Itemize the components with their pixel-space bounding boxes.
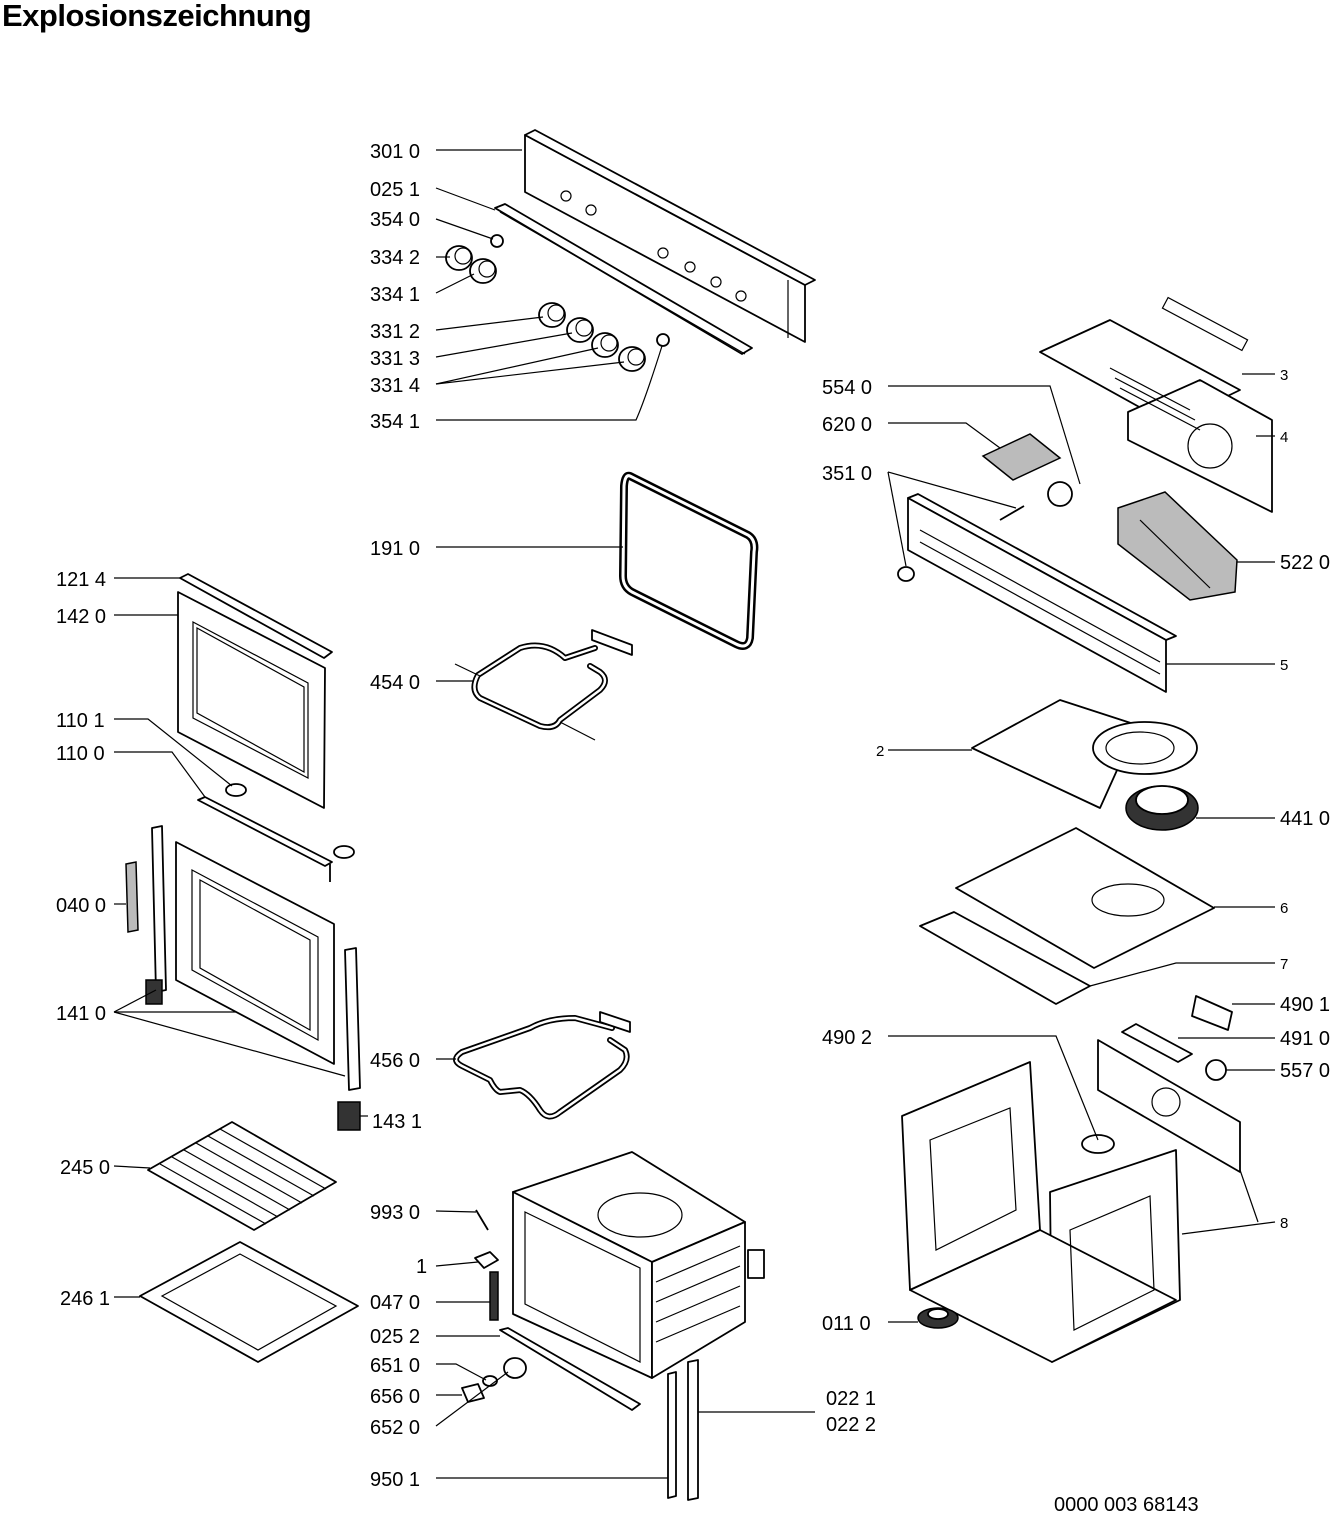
label-121-4: 121 4 bbox=[56, 569, 106, 591]
label-2: 2 bbox=[876, 743, 884, 760]
part-relay-block bbox=[1117, 491, 1238, 601]
part-control-frame bbox=[907, 493, 1177, 693]
label-142-0: 142 0 bbox=[56, 606, 106, 628]
part-inner-door bbox=[125, 825, 361, 1131]
label-334-2: 334 2 bbox=[370, 247, 420, 269]
part-outer-door bbox=[177, 573, 333, 809]
label-022-2: 022 2 bbox=[826, 1414, 876, 1436]
label-331-2: 331 2 bbox=[370, 321, 420, 343]
part-control-panel bbox=[524, 129, 816, 343]
label-245-0: 245 0 bbox=[60, 1157, 110, 1179]
label-454-0: 454 0 bbox=[370, 672, 420, 694]
page-title: Explosionszeichnung bbox=[2, 0, 312, 33]
label-5: 5 bbox=[1280, 657, 1288, 674]
part-grid-shelf bbox=[147, 1121, 337, 1231]
label-025-1: 025 1 bbox=[370, 179, 420, 201]
label-652-0: 652 0 bbox=[370, 1417, 420, 1439]
part-knobs bbox=[445, 234, 670, 372]
part-air-duct bbox=[971, 699, 1199, 831]
label-011-0: 011 0 bbox=[822, 1313, 871, 1335]
part-panel-strip bbox=[494, 203, 753, 355]
label-557-0: 557 0 bbox=[1280, 1060, 1330, 1082]
label-651-0: 651 0 bbox=[370, 1355, 420, 1377]
label-456-0: 456 0 bbox=[370, 1050, 420, 1072]
label-301-0: 301 0 bbox=[370, 141, 420, 163]
part-side-rails bbox=[667, 1359, 699, 1501]
label-490-2: 490 2 bbox=[822, 1027, 872, 1049]
label-110-0: 110 0 bbox=[56, 743, 105, 765]
label-6: 6 bbox=[1280, 900, 1288, 917]
part-door-seal bbox=[618, 471, 759, 650]
label-441-0: 441 0 bbox=[1280, 808, 1330, 830]
label-950-1: 950 1 bbox=[370, 1469, 420, 1491]
document-number: 0000 003 68143 bbox=[1054, 1494, 1199, 1514]
label-331-3: 331 3 bbox=[370, 348, 420, 370]
label-7: 7 bbox=[1280, 956, 1288, 973]
label-191-0: 191 0 bbox=[370, 538, 420, 560]
label-620-0: 620 0 bbox=[822, 414, 872, 436]
part-top-plate bbox=[919, 827, 1215, 1005]
part-top-heater bbox=[454, 629, 633, 741]
part-door-handle bbox=[197, 783, 355, 882]
label-656-0: 656 0 bbox=[370, 1386, 420, 1408]
label-354-0: 354 0 bbox=[370, 209, 420, 231]
label-3: 3 bbox=[1280, 367, 1288, 384]
label-047-0: 047 0 bbox=[370, 1292, 420, 1314]
label-490-1: 490 1 bbox=[1280, 994, 1330, 1016]
label-522-0: 522 0 bbox=[1280, 552, 1330, 574]
part-switch-thermostat bbox=[897, 433, 1073, 582]
part-bottom-heater bbox=[453, 1011, 631, 1120]
label-022-1: 022 1 bbox=[826, 1388, 876, 1410]
leader-lines bbox=[113, 149, 1276, 1479]
label-331-4: 331 4 bbox=[370, 375, 420, 397]
label-993-0: 993 0 bbox=[370, 1202, 420, 1224]
label-1: 1 bbox=[416, 1256, 427, 1278]
part-baking-tray bbox=[139, 1241, 359, 1363]
label-025-2: 025 2 bbox=[370, 1326, 420, 1348]
part-small-components bbox=[461, 1209, 641, 1411]
label-8: 8 bbox=[1280, 1215, 1288, 1232]
part-rear-top-assembly bbox=[1039, 296, 1273, 513]
label-246-1: 246 1 bbox=[60, 1288, 110, 1310]
label-4: 4 bbox=[1280, 429, 1288, 446]
label-334-1: 334 1 bbox=[370, 284, 420, 306]
label-040-0: 040 0 bbox=[56, 895, 106, 917]
part-housing bbox=[901, 1061, 1181, 1363]
part-rear-electrics bbox=[1097, 995, 1241, 1173]
label-143-1: 143 1 bbox=[372, 1111, 422, 1133]
label-141-0: 141 0 bbox=[56, 1003, 106, 1025]
label-110-1: 110 1 bbox=[56, 710, 105, 732]
part-number-labels: 301 0 025 1 354 0 334 2 334 1 331 2 331 … bbox=[56, 141, 1330, 1514]
label-354-1: 354 1 bbox=[370, 411, 420, 433]
label-554-0: 554 0 bbox=[822, 377, 872, 399]
label-491-0: 491 0 bbox=[1280, 1028, 1330, 1050]
label-351-0: 351 0 bbox=[822, 463, 872, 485]
part-oven-cavity bbox=[512, 1151, 765, 1379]
